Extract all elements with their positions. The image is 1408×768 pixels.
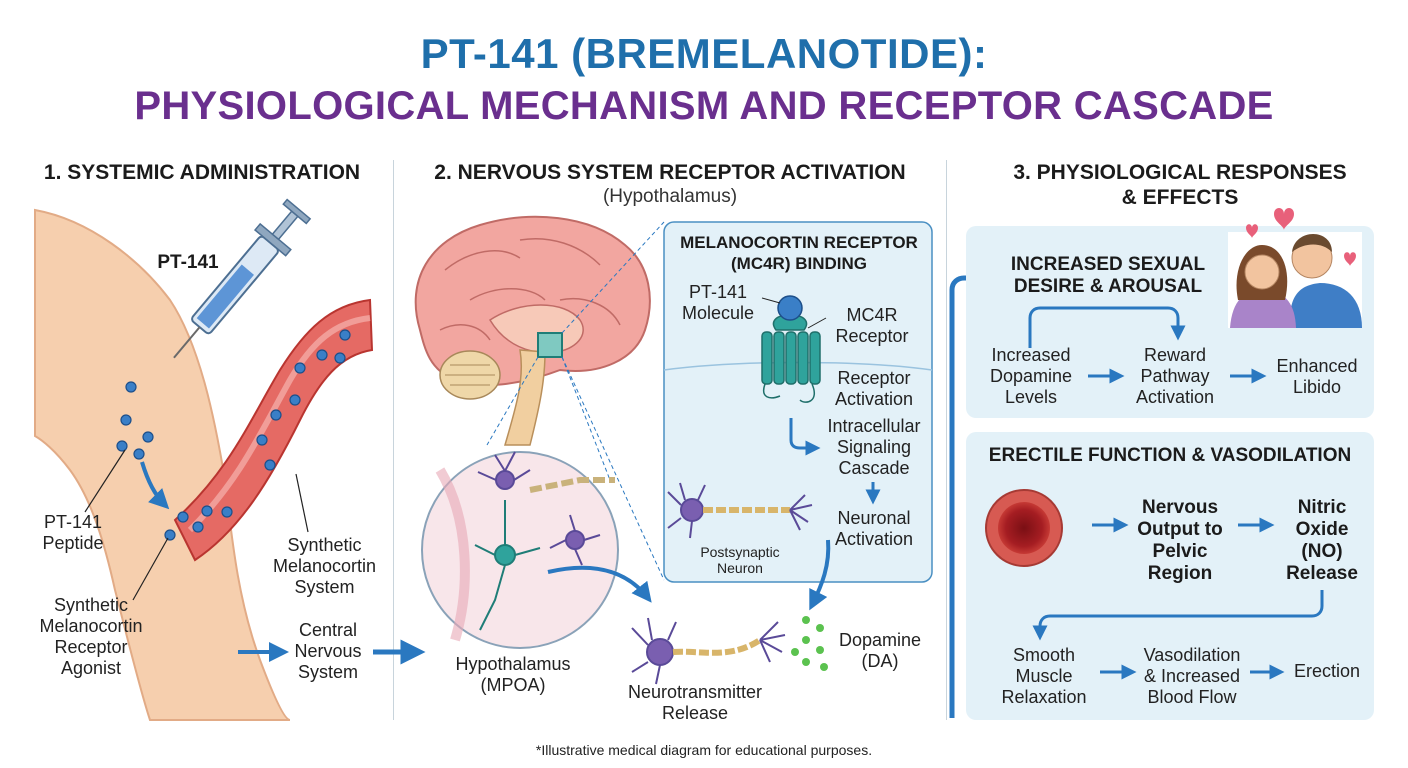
couple-illustration <box>1228 232 1362 328</box>
dopamine-dots <box>791 616 828 671</box>
section2-heading: 2. NERVOUS SYSTEM RECEPTOR ACTIVATION <box>434 161 906 184</box>
arm-illustration <box>34 208 291 721</box>
vessel-cross-section-icon <box>985 489 1063 567</box>
syringe-label: PT-141 <box>157 252 219 273</box>
hypothalamus-zoom <box>421 451 619 649</box>
peptide-label: PT-141 Peptide <box>42 512 104 553</box>
erectile-step-erection: Erection <box>1293 661 1361 681</box>
desire-title: INCREASED SEXUAL DESIRE & AROUSAL <box>1010 254 1206 297</box>
section2-subheading: (Hypothalamus) <box>602 186 738 207</box>
divider-left <box>393 160 394 720</box>
section1-heading: 1. SYSTEMIC ADMINISTRATION <box>43 161 361 184</box>
hypothalamus-label: Hypothalamus (MPOA) <box>455 654 571 695</box>
syringe-icon <box>173 198 312 359</box>
desire-step-dopamine: Increased Dopamine Levels <box>989 345 1073 407</box>
erectile-step-nervous: Nervous Output to Pelvic Region <box>1137 497 1223 584</box>
erectile-step-smooth-muscle: Smooth Muscle Relaxation <box>1001 645 1087 707</box>
signaling-cascade-label: Intracellular Signaling Cascade <box>827 416 921 478</box>
cns-label: Central Nervous System <box>294 620 362 682</box>
heart-icons <box>1246 208 1356 266</box>
erectile-step-nitric-oxide: Nitric Oxide (NO) Release <box>1286 497 1358 584</box>
neuronal-activation-label: Neuronal Activation <box>834 508 914 549</box>
postsynaptic-label: Postsynaptic Neuron <box>700 544 780 576</box>
divider-right <box>946 160 947 720</box>
blood-vessel <box>173 298 374 562</box>
erectile-step-vasodilation: Vasodilation & Increased Blood Flow <box>1143 645 1241 707</box>
desire-step-reward: Reward Pathway Activation <box>1135 345 1215 407</box>
footnote: *Illustrative medical diagram for educat… <box>535 742 873 758</box>
neurotransmitter-release-label: Neurotransmitter Release <box>627 682 763 723</box>
receptor-label: MC4R Receptor <box>835 305 909 346</box>
brain-illustration <box>414 215 651 446</box>
mc4r-receptor-icon <box>761 331 821 403</box>
melanocortin-system-label: Synthetic Melanocortin System <box>272 535 377 597</box>
postsynaptic-neuron-icon <box>667 482 813 539</box>
section3-heading: 3. PHYSIOLOGICAL RESPONSES & EFFECTS <box>1013 161 1347 209</box>
release-neuron-icon <box>631 617 786 685</box>
inset-title: MELANOCORTIN RECEPTOR (MC4R) BINDING <box>680 233 918 273</box>
molecule-label: PT-141 Molecule <box>681 282 755 323</box>
agonist-label: Synthetic Melanocortin Receptor Agonist <box>39 595 143 678</box>
erectile-title: ERECTILE FUNCTION & VASODILATION <box>988 445 1352 466</box>
page-title-line1: PT-141 (BREMELANOTIDE): <box>420 30 988 77</box>
activation-label: Receptor Activation <box>834 368 914 409</box>
peptide-dots <box>116 329 351 541</box>
dopamine-label: Dopamine (DA) <box>838 630 922 671</box>
erectile-panel <box>966 432 1374 720</box>
page-title-line2: PHYSIOLOGICAL MECHANISM AND RECEPTOR CAS… <box>134 84 1274 128</box>
pt141-molecule-icon <box>772 295 808 331</box>
desire-step-libido: Enhanced Libido <box>1276 356 1358 397</box>
mc4r-inset-box <box>663 221 933 583</box>
